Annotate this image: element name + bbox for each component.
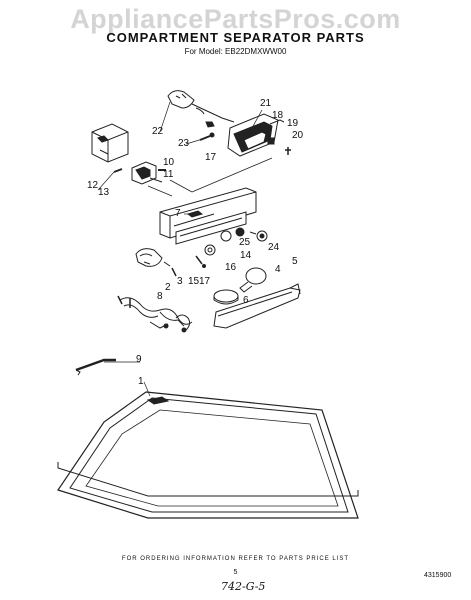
part-switch [131, 161, 166, 185]
callout-15: 15 [188, 276, 200, 287]
callout-18: 18 [272, 110, 284, 121]
ordering-note: FOR ORDERING INFORMATION REFER TO PARTS … [121, 556, 350, 562]
part-thermostat [135, 248, 171, 267]
page-number: 5 [233, 569, 238, 576]
callout-12: 12 [87, 180, 99, 191]
part-clip [75, 358, 116, 376]
callout-17-top: 17 [205, 152, 217, 163]
part-light-bulb [239, 267, 267, 293]
watermark: AppliancePartsPros.com [70, 4, 401, 34]
model-line: For Model: EB22DMXWW00 [184, 47, 287, 56]
callout-1: 1 [138, 376, 144, 387]
callout-9: 9 [136, 354, 142, 365]
callout-17-mid: 17 [199, 276, 211, 287]
callout-11: 11 [163, 169, 174, 180]
part-light-housing [227, 113, 291, 157]
callout-labels: 22 21 18 19 20 23 17 10 11 12 13 7 25 24… [87, 98, 304, 387]
callout-25: 25 [239, 237, 251, 248]
part-nut-16 [204, 244, 216, 256]
callout-4: 4 [275, 264, 281, 275]
part-light-socket [167, 90, 235, 128]
part-knob [220, 227, 268, 242]
part-screw-15 [195, 255, 206, 268]
part-wiring-harness [117, 295, 193, 333]
callout-6: 6 [243, 295, 249, 306]
part-screw-3 [171, 267, 177, 277]
part-panel-lower [175, 211, 247, 245]
leader-lines [147, 157, 273, 197]
callout-8: 8 [157, 291, 163, 302]
page-title: COMPARTMENT SEPARATOR PARTS [106, 30, 365, 45]
part-bracket-left [91, 123, 129, 163]
handwritten-code: 742-G-5 [221, 580, 266, 593]
part-screw-13 [113, 168, 123, 173]
part-diffuser [213, 289, 239, 305]
callout-3: 3 [177, 276, 183, 287]
callout-2: 2 [165, 282, 171, 293]
callout-16: 16 [225, 262, 237, 273]
callout-7: 7 [175, 208, 181, 219]
part-trim-bar [213, 283, 301, 329]
callout-5: 5 [292, 256, 298, 267]
callout-22: 22 [152, 126, 164, 137]
callout-13: 13 [98, 187, 110, 198]
document-number: 4315900 [424, 572, 452, 579]
part-control-panel [159, 187, 257, 239]
callout-20: 20 [292, 130, 304, 141]
callout-24: 24 [268, 242, 280, 253]
part-compartment-separator [57, 391, 359, 519]
callout-14: 14 [240, 250, 252, 261]
callout-10: 10 [163, 157, 175, 168]
callout-21: 21 [260, 98, 272, 109]
callout-19: 19 [287, 118, 299, 129]
callout-leaders [97, 101, 263, 397]
callout-23: 23 [178, 138, 190, 149]
